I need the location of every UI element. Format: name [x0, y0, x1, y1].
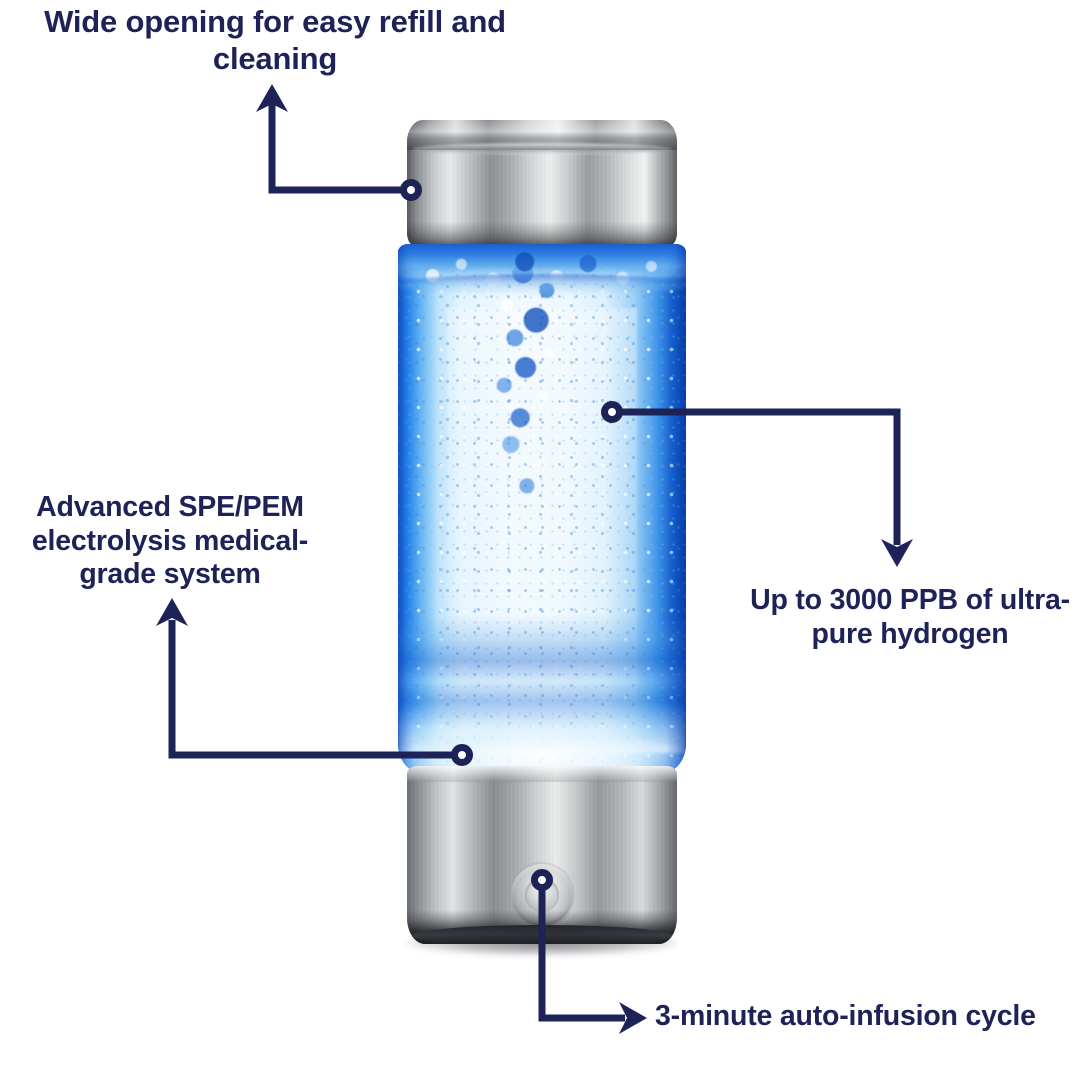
callout-label-hydrogen: Up to 3000 PPB of ultra-pure hydrogen [750, 584, 1070, 650]
bottle-base [407, 766, 677, 944]
callout-label-cycle: 3-minute auto-infusion cycle [655, 1000, 1036, 1032]
callout-label-lid: Wide opening for easy refill and cleanin… [44, 4, 506, 76]
arrow-down-icon [881, 539, 913, 567]
lid-bottom-shadow [407, 221, 677, 247]
arrow-right-icon [619, 1002, 647, 1034]
leader-lid-path [268, 104, 408, 194]
base-top-edge [407, 766, 677, 782]
lid-rim-highlight [412, 143, 672, 155]
arrow-up-icon [256, 84, 288, 112]
product-bottle-image [398, 120, 686, 956]
arrow-up-icon [156, 598, 188, 626]
leader-lid [256, 84, 422, 201]
glass-edge-left [398, 244, 414, 774]
lower-wave-bands [398, 615, 686, 753]
hydrogen-bubble-plume [467, 254, 600, 552]
bottle-drop-shadow [406, 930, 678, 956]
glass-edge-right [666, 244, 686, 774]
water-surface-ellipse [398, 274, 686, 296]
callout-label-electrolysis: Advanced SPE/PEM electrolysis medical-gr… [31, 491, 309, 591]
water-chamber [398, 244, 686, 774]
bottle-lid [407, 120, 677, 247]
